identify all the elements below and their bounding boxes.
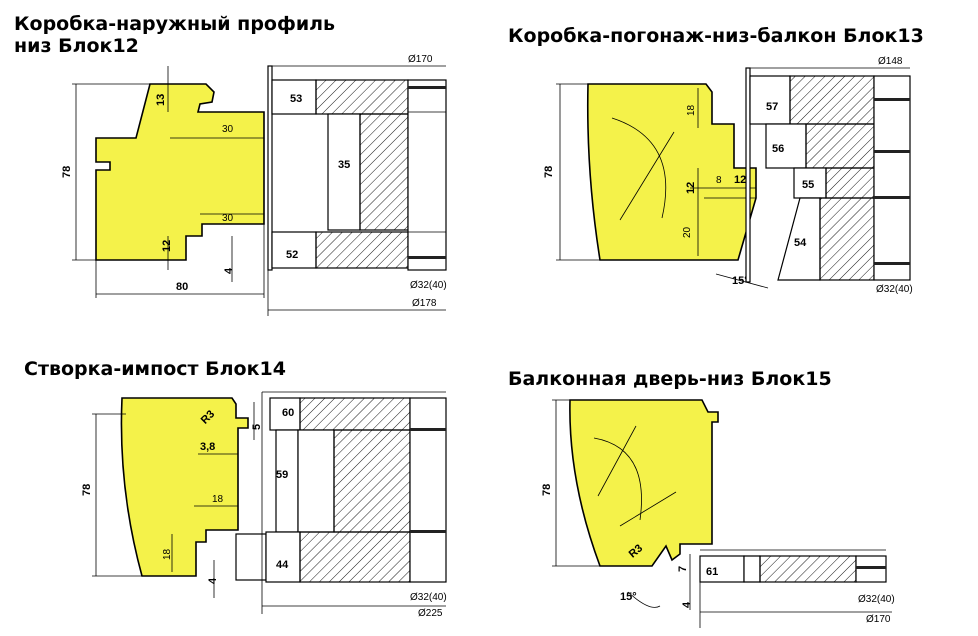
dim-d148-block13: Ø148 — [878, 56, 903, 67]
dim-38-block14: 3,8 — [200, 441, 215, 453]
dim-78-block13: 78 — [543, 166, 555, 178]
title-block13: Коробка-погонаж-низ-балкон Блок13 — [508, 25, 924, 47]
title-block15: Балконная дверь-низ Блок15 — [508, 368, 832, 390]
dim-12w-block13: 12 — [734, 174, 746, 186]
dim-12-block12: 12 — [161, 240, 173, 252]
dim-4-block14: 4 — [207, 577, 219, 584]
dim-d225-block14: Ø225 — [418, 608, 443, 619]
knife-54: 54 — [794, 237, 807, 249]
dim-80-block12: 80 — [176, 281, 188, 293]
dim-78-block15: 78 — [541, 484, 553, 496]
knife-53: 53 — [290, 93, 302, 105]
knife-60: 60 — [282, 407, 294, 419]
dim-30a-block12: 30 — [222, 124, 234, 135]
dim-d32-block12: Ø32(40) — [410, 280, 447, 291]
profile-shape-block12 — [95, 83, 265, 261]
dim-d32-block14: Ø32(40) — [410, 592, 447, 603]
dim-15deg-block15: 15° — [620, 591, 637, 603]
profile-shape-block15 — [569, 399, 719, 567]
knife-61: 61 — [706, 566, 718, 578]
profile-shape-block14 — [120, 397, 249, 577]
title-block14: Створка-импост Блок14 — [24, 358, 286, 380]
dim-20-block13: 20 — [682, 226, 693, 238]
knife-55: 55 — [802, 179, 814, 191]
dim-78-block12: 78 — [61, 166, 73, 178]
knife-35: 35 — [338, 159, 350, 171]
dim-d32-block13: Ø32(40) — [876, 284, 913, 295]
dim-8-block13: 8 — [716, 175, 722, 186]
dim-7-block15: 7 — [677, 566, 689, 572]
dim-d170-block12: Ø170 — [408, 54, 433, 65]
dim-12h-block13: 12 — [685, 182, 697, 194]
dim-4-block12: 4 — [223, 267, 235, 274]
knife-56: 56 — [772, 143, 784, 155]
knife-52: 52 — [286, 249, 298, 261]
knife-44: 44 — [276, 559, 289, 571]
knife-57: 57 — [766, 101, 778, 113]
dim-5-block14: 5 — [251, 424, 263, 430]
dim-18w-block14: 18 — [212, 494, 224, 505]
dim-4-block15: 4 — [681, 601, 693, 608]
dim-30b-block12: 30 — [222, 213, 234, 224]
knife-59: 59 — [276, 469, 288, 481]
profile-shape-block13 — [586, 83, 757, 261]
title-block12: Коробка-наружный профиль низ Блок12 — [14, 13, 336, 57]
dim-15deg-block13: 15° — [732, 275, 749, 287]
dim-18-block13: 18 — [686, 104, 697, 116]
dim-78-block14: 78 — [81, 484, 93, 496]
dim-d170-block15: Ø170 — [866, 614, 891, 625]
dim-d178-block12: Ø178 — [412, 298, 437, 309]
dim-13-block12: 13 — [155, 94, 167, 106]
dim-d32-block15: Ø32(40) — [858, 594, 895, 605]
dim-18h-block14: 18 — [162, 548, 173, 560]
